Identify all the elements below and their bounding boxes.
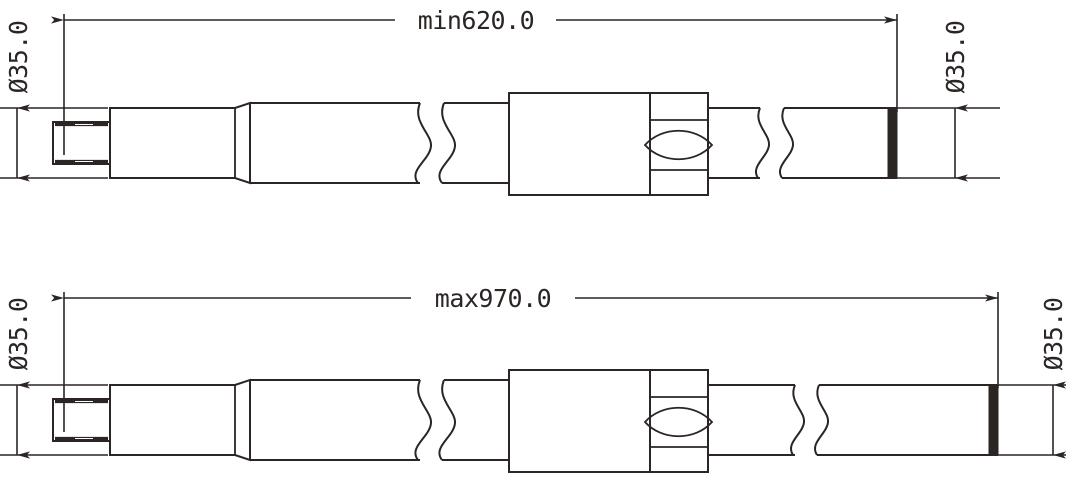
part-mid-barrel-a [250,102,432,184]
dim-diameter-left-bottom [0,381,108,459]
lens-indicator-icon [643,406,714,438]
part-mid-barrel-b [438,102,509,184]
part-left-plug-stub [52,398,111,442]
part-mid-barrel-a [250,379,432,461]
break-line-d [779,107,794,179]
break-line-a [414,379,432,461]
dim-length-max [51,292,999,432]
view-retracted [0,14,1000,196]
dim-diameter-left-top [0,104,108,182]
dim-diameter-right-bottom [988,381,1066,459]
view-extended [0,292,1066,473]
dim-label-diameter-left-top: Ø35.0 [4,21,33,94]
central-body-collar [649,92,709,196]
part-rear-barrel-a [708,384,805,456]
dim-label-diameter-right-top: Ø35.0 [941,21,970,94]
break-line-b [438,379,456,461]
lens-indicator-icon [643,129,714,161]
part-rear-barrel-b [814,384,999,456]
part-central-body [508,92,714,196]
part-rear-barrel-a [708,107,770,179]
dim-label-diameter-right-bottom: Ø35.0 [1039,298,1066,371]
break-line-a [414,102,432,184]
part-rear-barrel-b [779,107,898,179]
dim-label-max-length: max970.0 [435,284,551,313]
break-line-b [438,102,456,184]
dim-label-min-length: min620.0 [418,6,534,35]
break-line-c [790,384,805,456]
part-central-body [508,369,714,473]
front-barrel-outline [109,378,251,462]
rear-tip-seal [988,384,999,456]
part-left-plug-stub [52,121,111,165]
part-front-barrel [109,378,251,462]
dim-diameter-right-top [887,104,1000,182]
central-body-block [508,92,651,196]
plug-stub-body [52,121,111,165]
dim-label-diameter-left-bottom: Ø35.0 [4,298,33,371]
dim-length-min [51,14,898,155]
part-front-barrel [109,101,251,185]
break-line-d [814,384,829,456]
part-mid-barrel-b [438,379,509,461]
plug-stub-body [52,398,111,442]
central-body-block [508,369,651,473]
rear-tip-seal [887,107,898,179]
break-line-c [755,107,770,179]
front-barrel-outline [109,101,251,185]
central-body-collar [649,369,709,473]
